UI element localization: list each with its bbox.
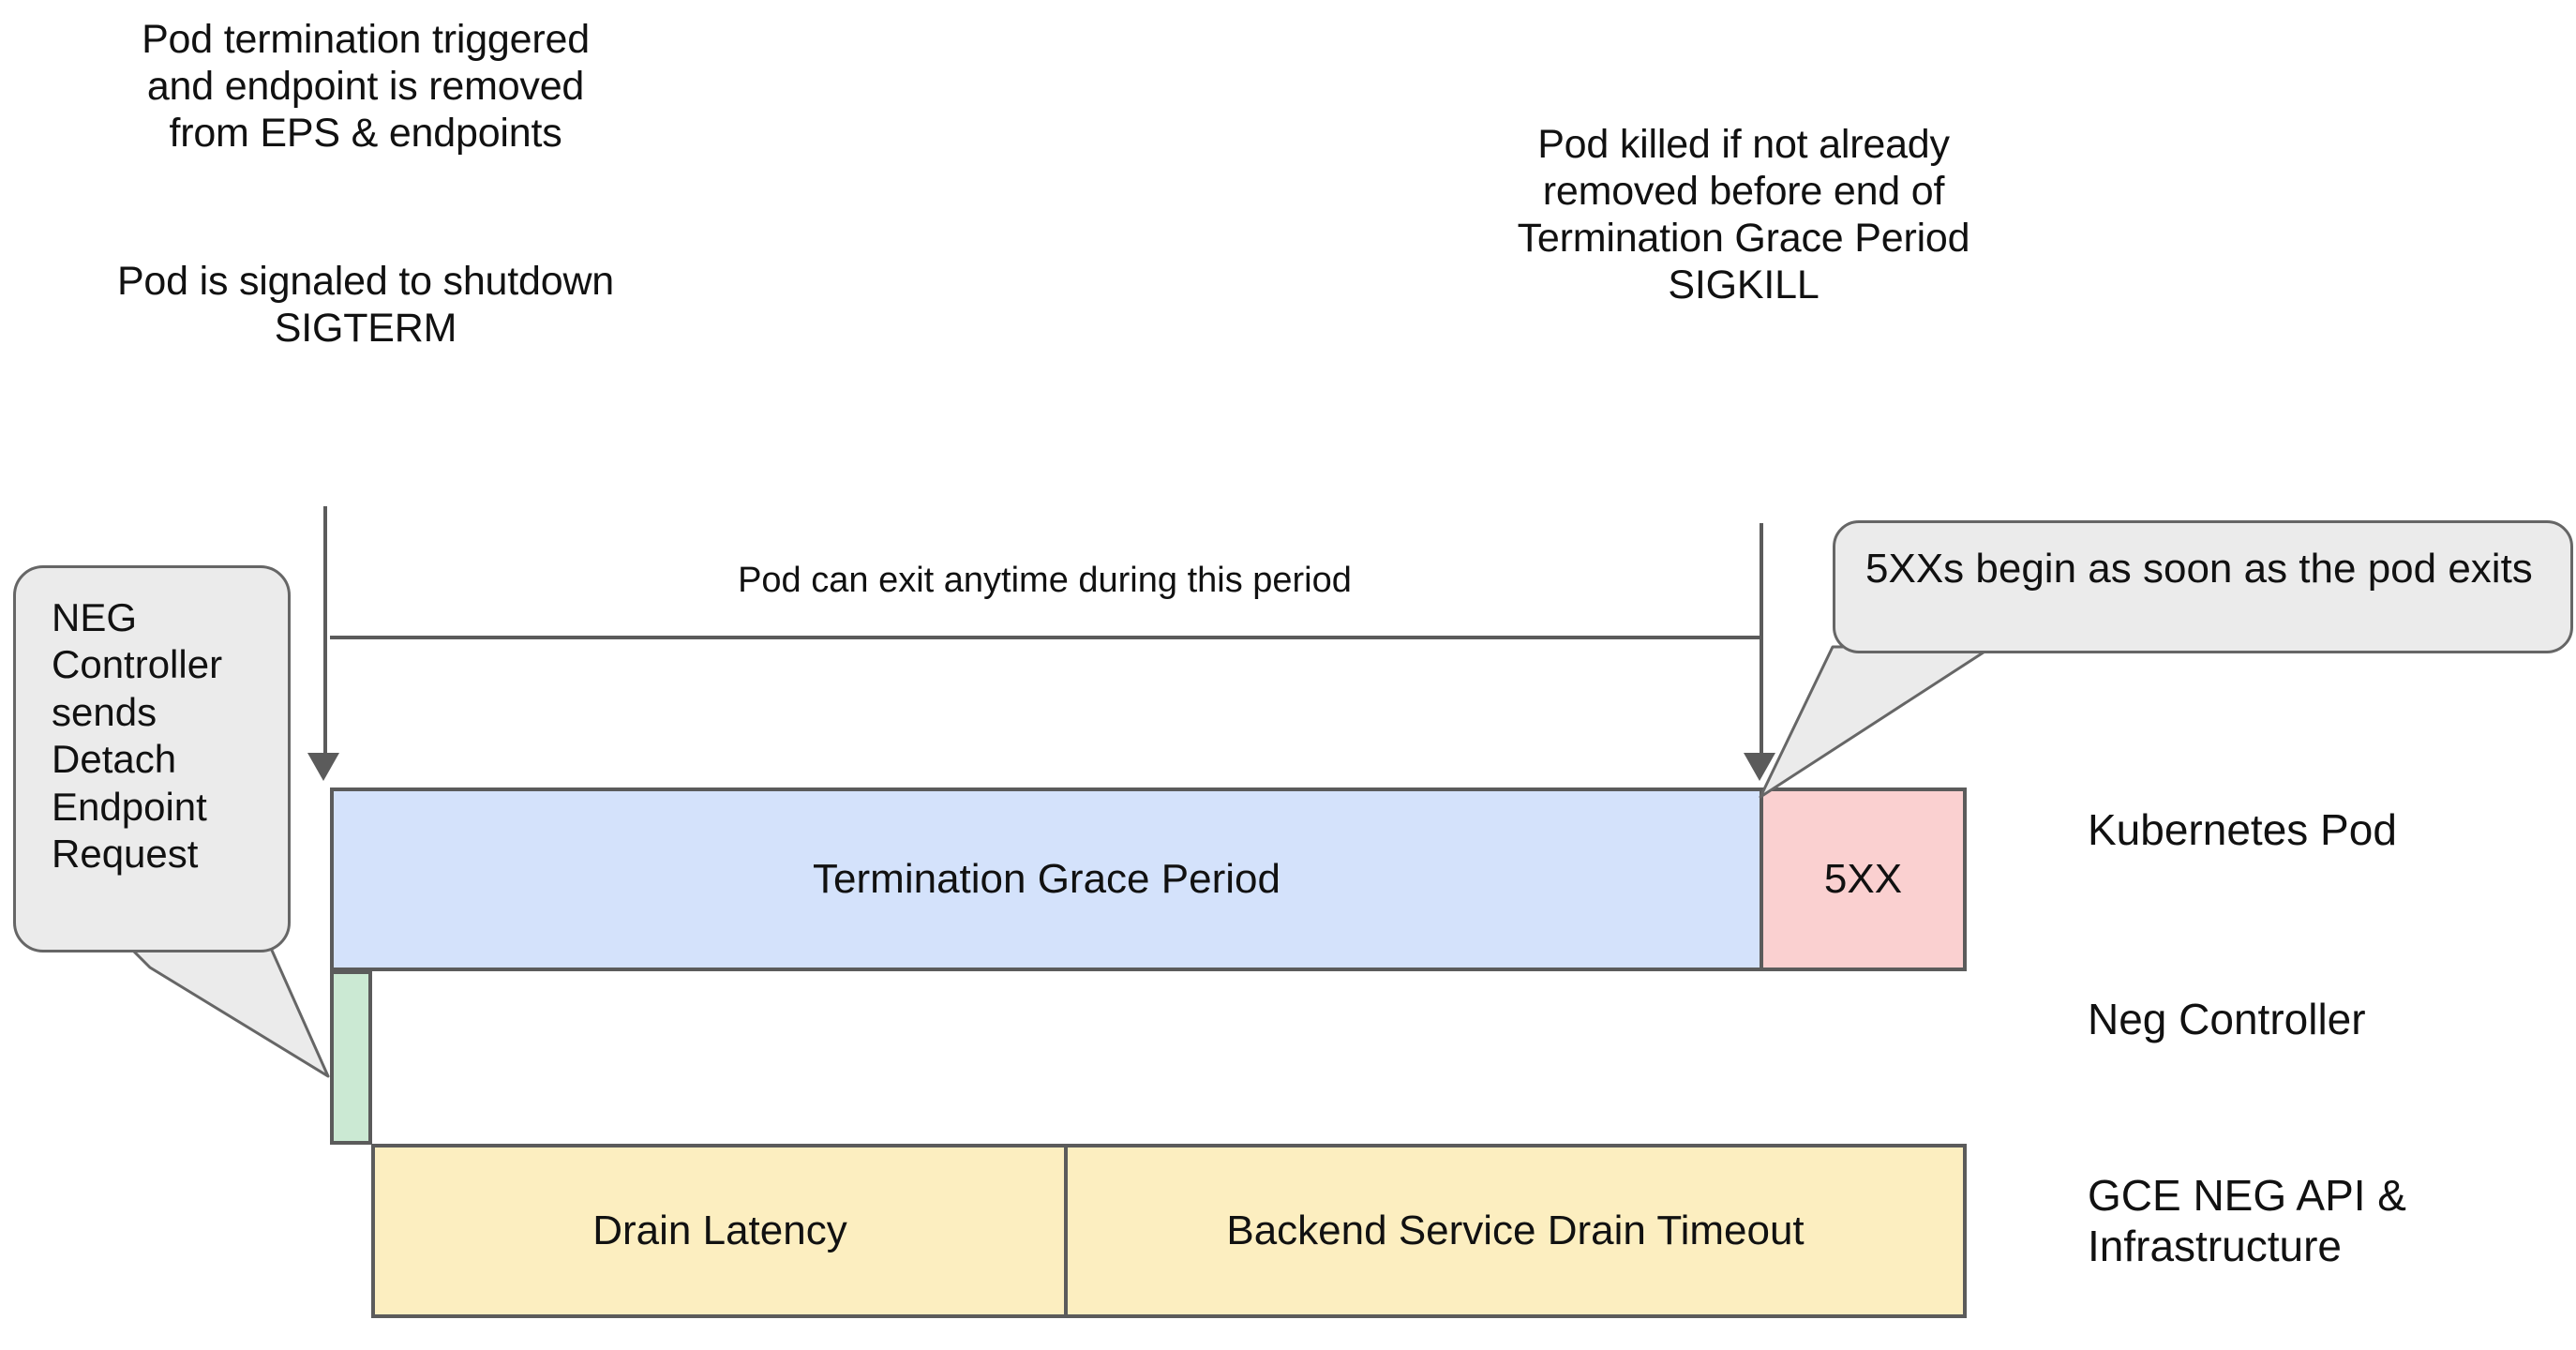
row-label-neg-controller: Neg Controller (2088, 995, 2366, 1043)
note-pod-termination-triggered: Pod termination triggered and endpoint i… (142, 17, 590, 156)
callout-neg-controller: NEG Controller sends Detach Endpoint Req… (13, 565, 291, 952)
start-arrow-icon (307, 753, 339, 781)
note-pod-killed-sigkill: Pod killed if not already removed before… (1517, 122, 1970, 308)
bar-drain-latency: Drain Latency (371, 1144, 1065, 1318)
bar-backend-service-drain-timeout: Backend Service Drain Timeout (1064, 1144, 1967, 1318)
note-pod-signaled-sigterm: Pod is signaled to shutdown SIGTERM (116, 259, 615, 351)
start-arrow-line (323, 506, 327, 755)
bar-termination-grace-period: Termination Grace Period (330, 788, 1760, 971)
callout-5xx: 5XXs begin as soon as the pod exits (1833, 520, 2573, 653)
row-label-gce-neg-api: GCE NEG API & Infrastructure (2088, 1171, 2406, 1271)
bar-5xx: 5XX (1760, 788, 1967, 971)
timeline-span-label: Pod can exit anytime during this period (738, 561, 1352, 600)
timeline-span-line (330, 636, 1760, 639)
row-label-kubernetes-pod: Kubernetes Pod (2088, 805, 2397, 854)
bar-neg-controller (330, 970, 372, 1145)
end-arrow-line (1760, 523, 1763, 755)
callout-tail-5xx (1759, 645, 1994, 799)
